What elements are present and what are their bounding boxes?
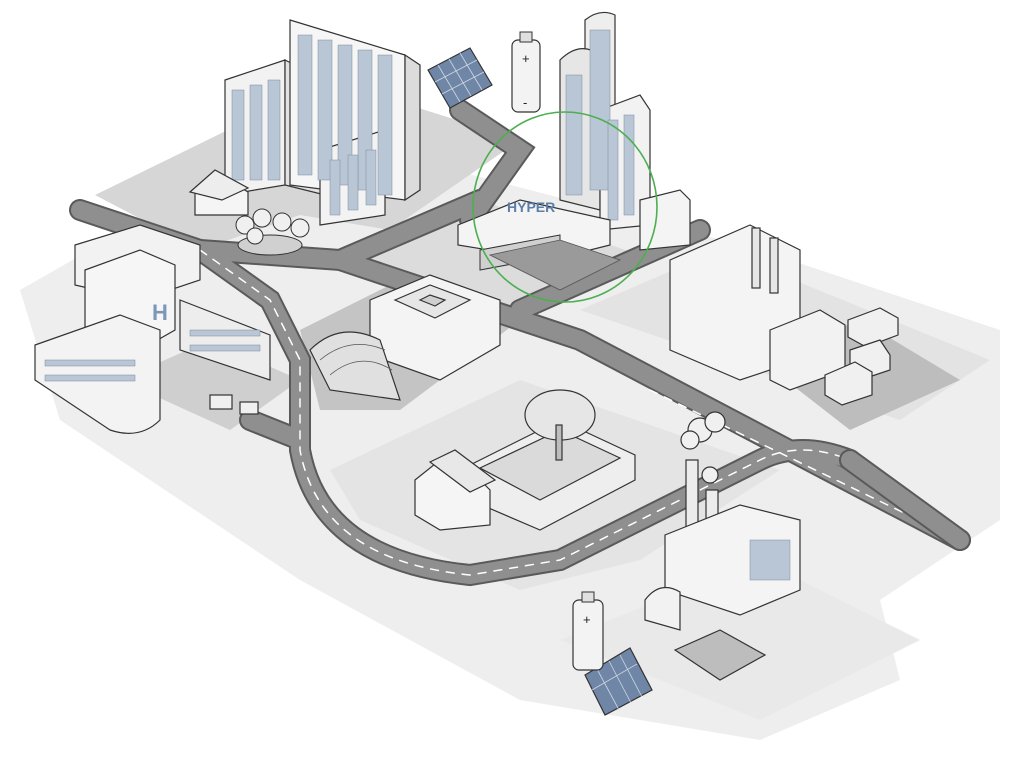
hospital-sign: H: [152, 300, 168, 325]
curved-towers: [559, 11, 691, 251]
solar-panel-bottom: [584, 647, 653, 716]
battery-top-minus-label: -: [523, 95, 527, 110]
energy-plant: [644, 411, 801, 681]
park-trees: [235, 208, 310, 256]
ground-bottom-block: [560, 560, 920, 720]
highway-exit: [839, 449, 971, 551]
stadium: [309, 274, 501, 401]
parking-lot: [488, 239, 622, 291]
water-channel: [673, 629, 767, 681]
highlight-circle: [472, 111, 658, 303]
tower-windows: [231, 34, 393, 216]
solar-panel-top: [427, 47, 493, 109]
small-house-roof: [188, 169, 250, 201]
factory: [669, 224, 899, 406]
trucks: [824, 307, 899, 406]
battery-top-plus-label: +: [522, 51, 530, 66]
office-towers: [188, 19, 421, 226]
smoke-cloud: [680, 411, 726, 484]
hospital: H: [34, 224, 271, 434]
tower-tall-side: [404, 53, 421, 202]
hypermarket: HYPER: [457, 111, 658, 303]
hyper-sign: HYPER: [507, 199, 555, 215]
courtyard: [414, 389, 636, 531]
battery-top: + -: [511, 31, 541, 113]
battery-bottom: +: [572, 591, 604, 671]
battery-bottom-plus-label: +: [583, 612, 591, 627]
